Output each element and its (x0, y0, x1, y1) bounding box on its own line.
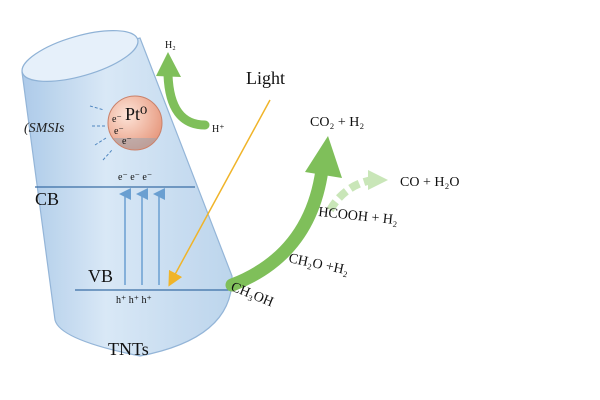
co-branch-arrow (326, 176, 373, 213)
smsi-transfer-arrows (89, 105, 113, 161)
cb-electrons: e⁻ e⁻ e⁻ (118, 172, 152, 183)
light-label: Light (246, 68, 285, 88)
pt-label: Pt⁰ (125, 104, 147, 124)
pt-electron-1: e⁻ (112, 114, 122, 125)
h2-top-label: H₂ (165, 40, 176, 51)
smsis-label: (SMSIs (24, 121, 65, 136)
pt-particle (107, 95, 163, 151)
co2-h2-label: CO₂ + H₂ (310, 115, 364, 130)
vb-label: VB (88, 266, 113, 286)
ch2o-h2-label: CH₂O +H₂ (287, 251, 350, 278)
pt-electron-2: e⁻ (114, 126, 124, 137)
oxidation-arrowhead (305, 136, 342, 178)
cb-label: CB (35, 189, 59, 209)
pt-electron-3: e⁻ (122, 136, 132, 147)
oxidation-arrow (225, 163, 329, 292)
h2-evolution-arrowhead (156, 52, 181, 77)
hcooh-h2-label: HCOOH + H₂ (318, 205, 399, 228)
h-plus-label: H⁺ (212, 124, 225, 135)
h2-evolution-arrow (163, 70, 210, 130)
nanotube-top-rim (21, 30, 139, 82)
tnts-label: TNTs (108, 339, 149, 359)
co-h2o-label: CO + H₂O (400, 175, 459, 190)
light-arrow (168, 99, 271, 287)
excitation-arrows (119, 188, 165, 285)
co-branch-arrowhead (368, 170, 388, 190)
ch3oh-label: CH₃OH (229, 280, 276, 311)
vb-holes: h⁺ h⁺ h⁺ (116, 295, 152, 306)
